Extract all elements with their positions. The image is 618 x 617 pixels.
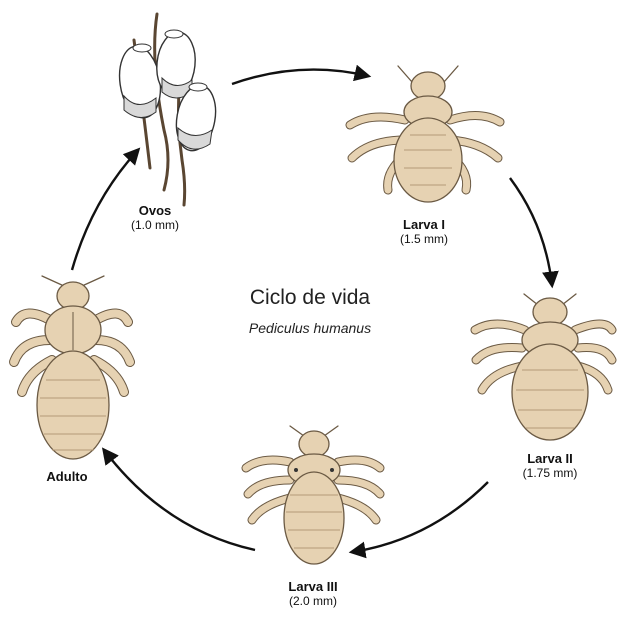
stage-size: (1.75 mm) [500,467,600,481]
stage-name: Larva I [374,218,474,233]
diagram-title: Ciclo de vida [190,286,430,310]
stage-label-ovos: Ovos (1.0 mm) [110,204,200,233]
stage-name: Ovos [110,204,200,219]
diagram-subtitle: Pediculus humanus [190,320,430,336]
arrow-ovos-to-larva1 [232,70,368,84]
adult-illustration [14,276,130,459]
larva-3-illustration [246,426,380,564]
stage-name: Adulto [22,470,112,485]
stage-size: (1.5 mm) [374,233,474,247]
stage-label-larva-3: Larva III (2.0 mm) [263,580,363,609]
egg-icon [115,44,165,121]
stage-label-adulto: Adulto [22,470,112,485]
arrow-larva3-to-adulto [104,450,255,550]
stage-size: (1.0 mm) [110,219,200,233]
stage-label-larva-1: Larva I (1.5 mm) [374,218,474,247]
larva-1-illustration [350,66,500,202]
stage-name: Larva II [500,452,600,467]
eggs-illustration [115,14,220,205]
larva-2-illustration [475,294,612,440]
stage-label-larva-2: Larva II (1.75 mm) [500,452,600,481]
stage-name: Larva III [263,580,363,595]
stage-size: (2.0 mm) [263,595,363,609]
arrow-larva1-to-larva2 [510,178,552,285]
